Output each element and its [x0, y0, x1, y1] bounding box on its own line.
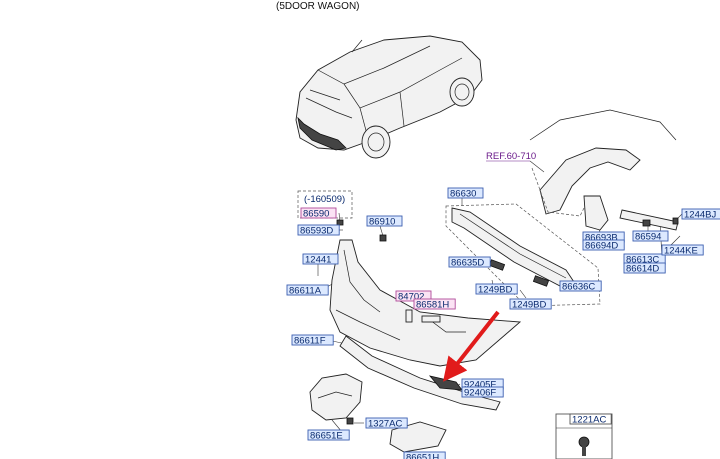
part-code: 1249BD: [512, 299, 546, 310]
part-label-86594[interactable]: 86594: [632, 230, 669, 242]
part-label-box: [297, 224, 340, 236]
part-label-box: [286, 284, 329, 296]
part-code: 86594: [635, 231, 661, 242]
part-code: 86590: [303, 208, 329, 219]
part-label-12441[interactable]: 12441: [302, 253, 339, 265]
part-code: 86694D: [585, 240, 618, 251]
part-code: 92405F: [464, 379, 496, 390]
part-label-box: [448, 256, 491, 268]
highlight-arrow: [443, 310, 500, 382]
part-code: 12441: [305, 254, 331, 265]
part-code: 86581H: [416, 299, 449, 310]
part-code: 86611F: [294, 335, 326, 346]
part-label-1327ac[interactable]: 1327AC: [365, 417, 408, 429]
fender-area: [529, 109, 679, 231]
part-label-1221ac[interactable]: 1221AC: [569, 413, 612, 425]
part-code: 1244KE: [664, 245, 698, 256]
part-label-1244bj[interactable]: 1244BJ: [681, 208, 720, 220]
part-label-box: [413, 298, 456, 310]
part-code: 86630: [450, 188, 476, 199]
part-label-86611a[interactable]: 86611A: [286, 284, 329, 296]
part-code: 84702: [398, 291, 424, 302]
part-code: 1221AC: [572, 414, 606, 425]
part-label-box: [291, 334, 334, 346]
part-label-box: [632, 230, 669, 242]
part-label-1244ke[interactable]: 1244KE: [661, 244, 704, 256]
part-label-box: [509, 298, 552, 310]
part-label-86611f[interactable]: 86611F: [291, 334, 334, 346]
part-label-86910[interactable]: 86910: [366, 215, 403, 227]
part-code: 1327AC: [368, 418, 402, 429]
part-label-box: [582, 239, 625, 251]
part-label-86694d[interactable]: 86694D: [582, 239, 625, 251]
part-label-box: [307, 429, 350, 441]
part-code: 92406F: [464, 387, 496, 398]
part-code: 1244BJ: [684, 209, 716, 220]
part-label-box: [623, 262, 666, 274]
splash-guard-86651E: [309, 373, 363, 425]
part-code: 86636C: [562, 281, 595, 292]
part-label-84702[interactable]: 84702: [395, 290, 432, 302]
part-label-86630[interactable]: 86630: [447, 187, 484, 199]
ref-label[interactable]: REF.60-710: [486, 151, 545, 173]
part-code: 86593D: [300, 225, 333, 236]
part-label-box: [365, 417, 408, 429]
impact-beam-86630: [445, 203, 601, 307]
part-label-1249bd[interactable]: 1249BD: [509, 298, 552, 310]
part-label-box: [681, 208, 720, 220]
part-label-86651e[interactable]: 86651E: [307, 429, 350, 441]
part-code: 86910: [369, 216, 395, 227]
part-label-86593d[interactable]: 86593D: [297, 224, 340, 236]
bolt-86590: [336, 219, 344, 226]
part-code: 86651H: [406, 452, 439, 459]
part-code: 86611A: [289, 285, 322, 296]
part-label-box: [302, 253, 339, 265]
part-label-box: [475, 283, 518, 295]
part-label-92406f[interactable]: 92406F: [461, 386, 504, 398]
bracket-86581H: [421, 315, 441, 323]
part-label-86590[interactable]: 86590: [300, 207, 337, 219]
diagram-title: (5DOOR WAGON): [276, 1, 360, 12]
part-label-box: [569, 413, 612, 425]
part-code: 86614D: [626, 263, 659, 274]
reflector-84702: [405, 309, 413, 323]
part-label-box: [661, 244, 704, 256]
rear-bumper-cover-86611A: [329, 239, 522, 367]
part-label-box: [461, 386, 504, 398]
part-label-box: [403, 451, 446, 459]
part-label-86636c[interactable]: 86636C: [559, 280, 602, 292]
part-label-1249bd[interactable]: 1249BD: [475, 283, 518, 295]
part-code: 86651E: [310, 430, 343, 441]
lower-cover-86651H: [389, 421, 447, 453]
part-label-box: [559, 280, 602, 292]
part-label-86614d[interactable]: 86614D: [623, 262, 666, 274]
part-code: 86635D: [451, 257, 484, 268]
part-label-box: [447, 187, 484, 199]
part-label-86635d[interactable]: 86635D: [448, 256, 491, 268]
clip-86910: [379, 234, 387, 242]
part-label-86581h[interactable]: 86581H: [413, 298, 456, 310]
part-label-86651h[interactable]: 86651H: [403, 451, 446, 459]
part-code: 86693B: [585, 232, 618, 243]
part-code: 1249BD: [478, 284, 512, 295]
ref-60-710-link: REF.60-710: [486, 151, 536, 162]
part-code: 86613C: [626, 254, 659, 265]
car-illustration: [295, 35, 483, 159]
part-label-box: [395, 290, 432, 302]
note-date: (-160509): [304, 194, 345, 205]
part-label-box: [366, 215, 403, 227]
part-label-box: [300, 207, 337, 219]
